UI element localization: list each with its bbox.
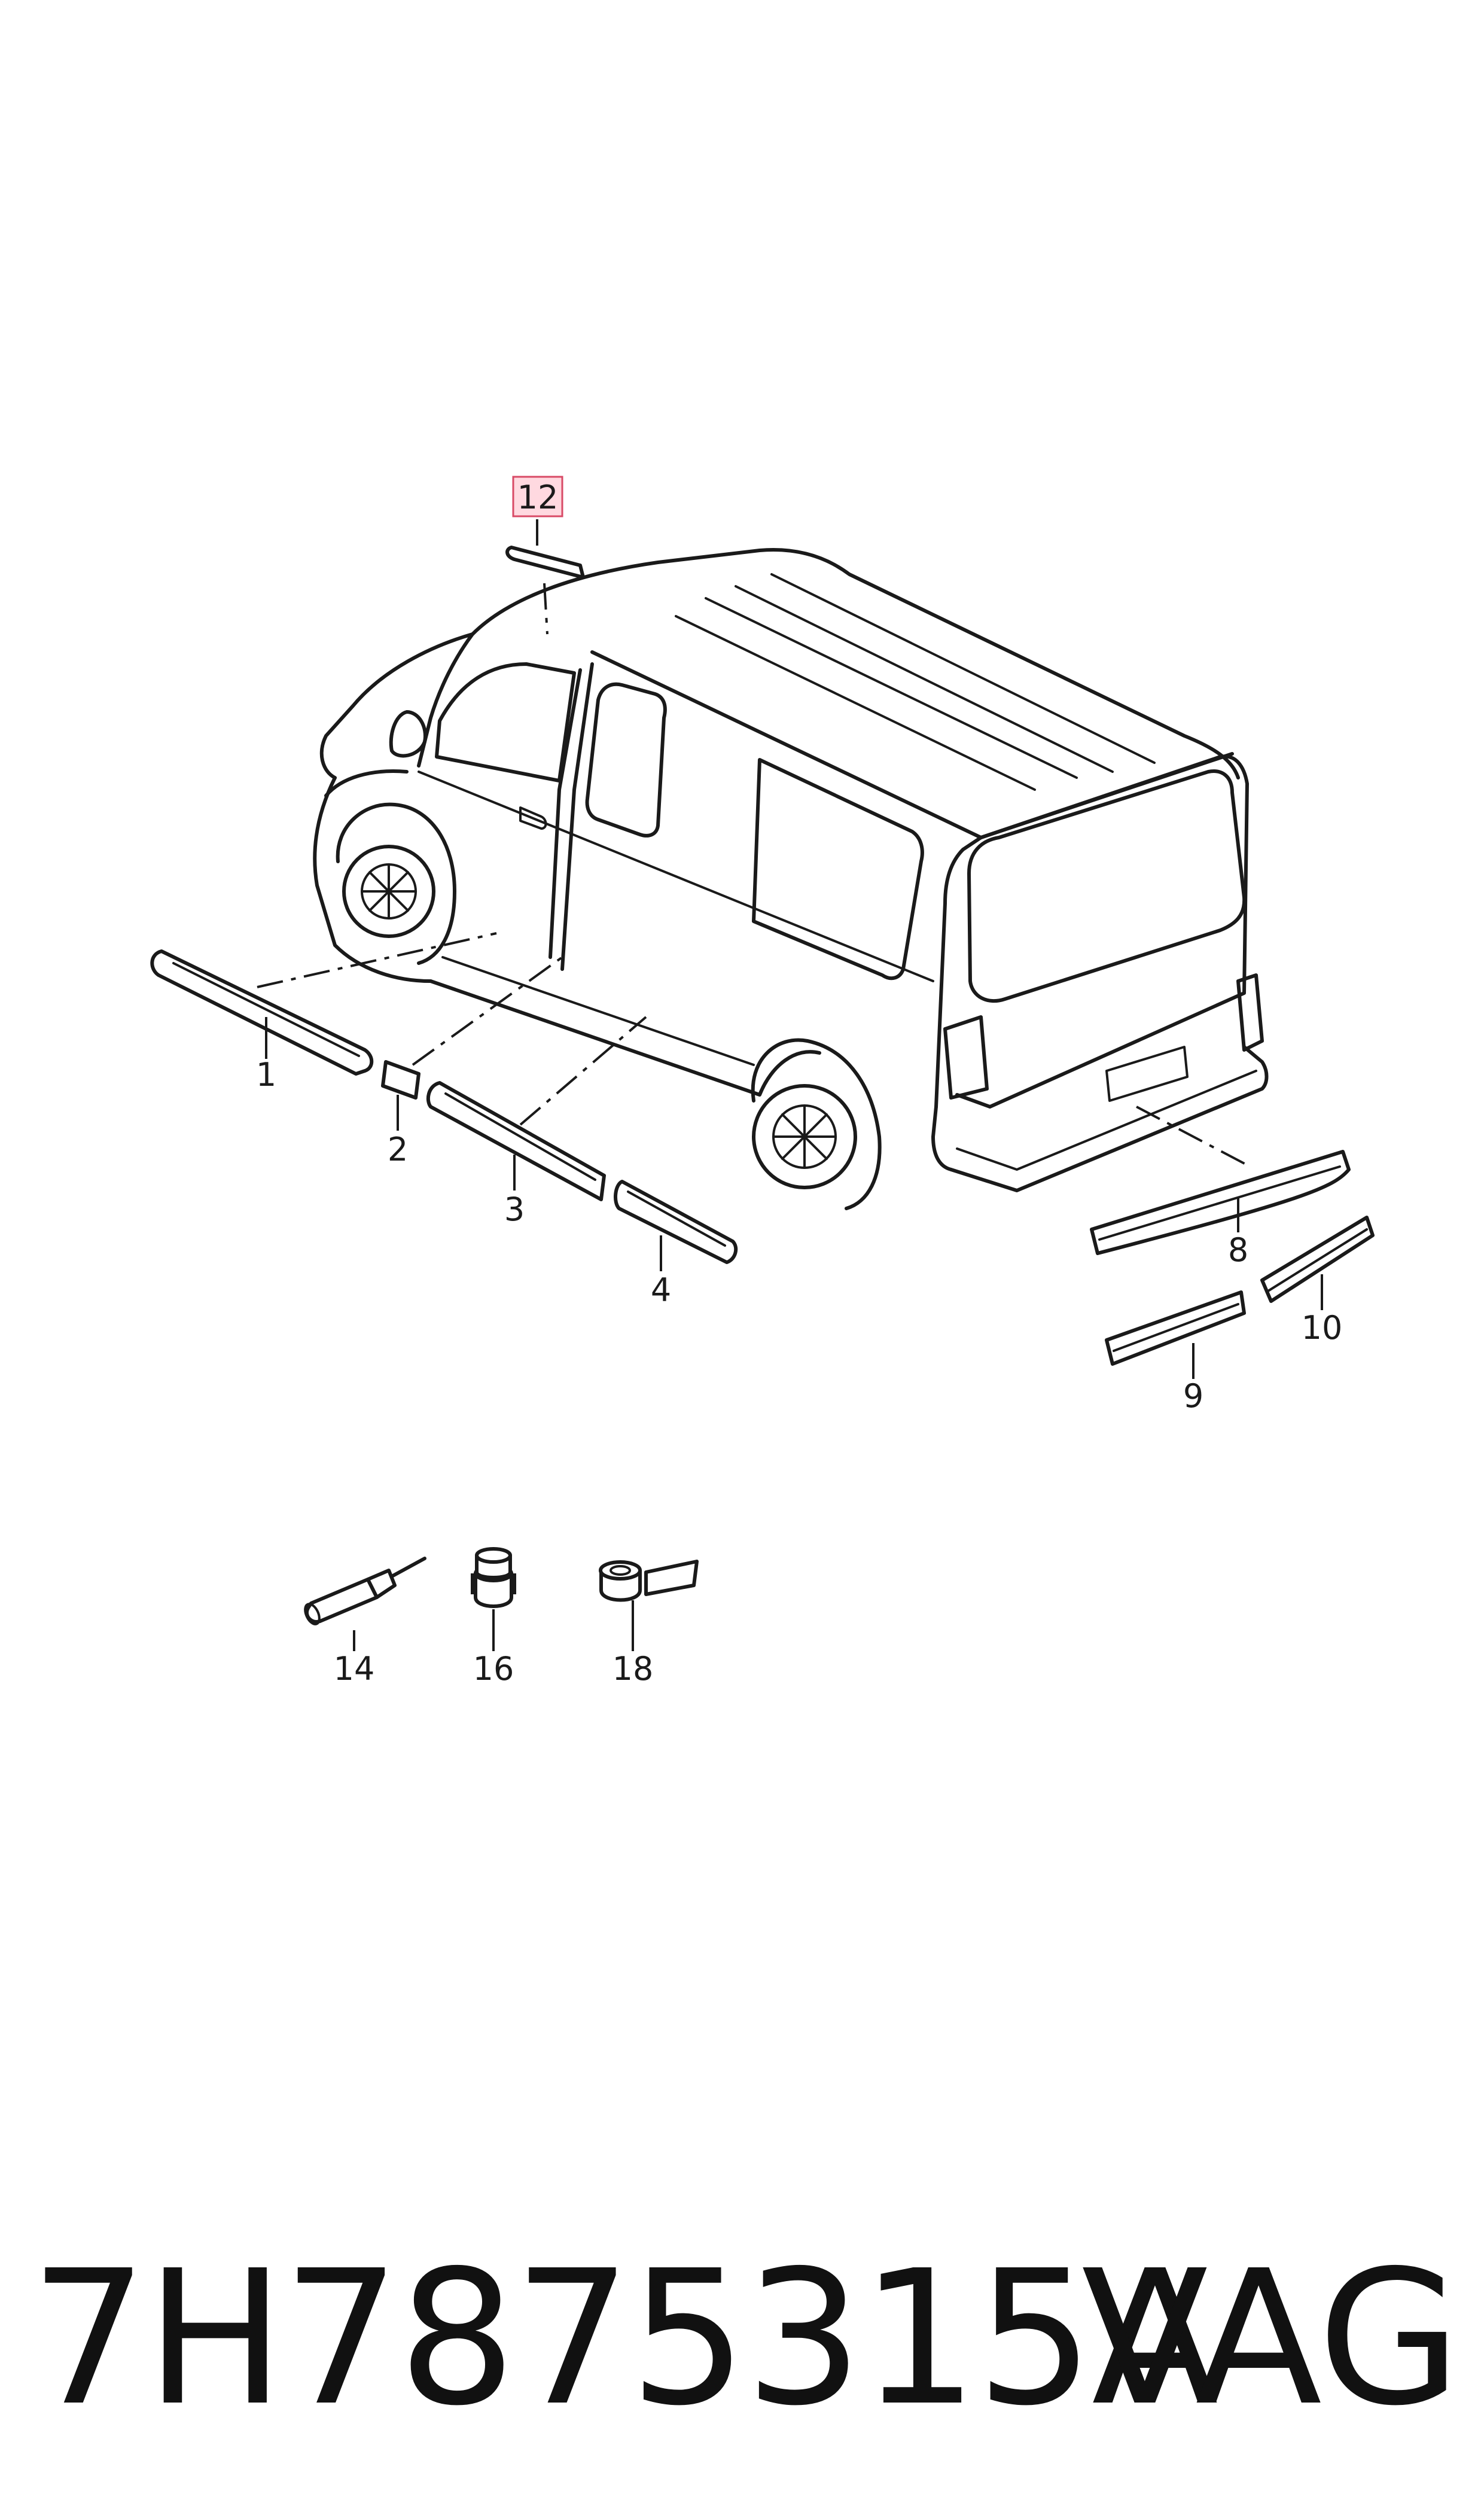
trim-strip-4 xyxy=(614,1180,738,1264)
trim-strip-1 xyxy=(150,949,374,1076)
trim-strip-9 xyxy=(1105,1290,1246,1366)
callout-4: 4 xyxy=(651,1271,671,1309)
applicator-icon xyxy=(304,1557,426,1625)
callout-9: 9 xyxy=(1183,1377,1203,1415)
callout-8: 8 xyxy=(1228,1231,1248,1269)
trim-strip-12 xyxy=(505,546,585,579)
tape-roll-icon xyxy=(599,1560,699,1602)
brand-label: VAG xyxy=(1081,2231,1461,2447)
callout-18: 18 xyxy=(613,1650,654,1688)
leader-lines xyxy=(265,519,1323,1651)
trim-strip-2 xyxy=(381,1060,420,1100)
highlight-box-12 xyxy=(512,476,563,517)
callout-16: 16 xyxy=(473,1650,514,1688)
callout-10: 10 xyxy=(1302,1309,1343,1347)
part-number-label: 7H7875315A xyxy=(30,2231,1218,2447)
callout-labels: 1 2 3 4 8 9 10 12 14 16 18 xyxy=(256,476,1343,1688)
trim-strip-3 xyxy=(426,1081,606,1201)
van-illustration xyxy=(313,548,1269,1210)
callout-2: 2 xyxy=(388,1131,408,1168)
assembly-lines xyxy=(257,583,1251,1168)
callout-14: 14 xyxy=(334,1650,375,1688)
trim-strip-8 xyxy=(1090,1150,1351,1255)
callout-12: 12 xyxy=(517,479,559,516)
callout-3: 3 xyxy=(504,1191,525,1228)
trim-strip-10 xyxy=(1260,1216,1375,1303)
callout-1: 1 xyxy=(256,1056,276,1094)
jar-icon xyxy=(471,1547,516,1608)
